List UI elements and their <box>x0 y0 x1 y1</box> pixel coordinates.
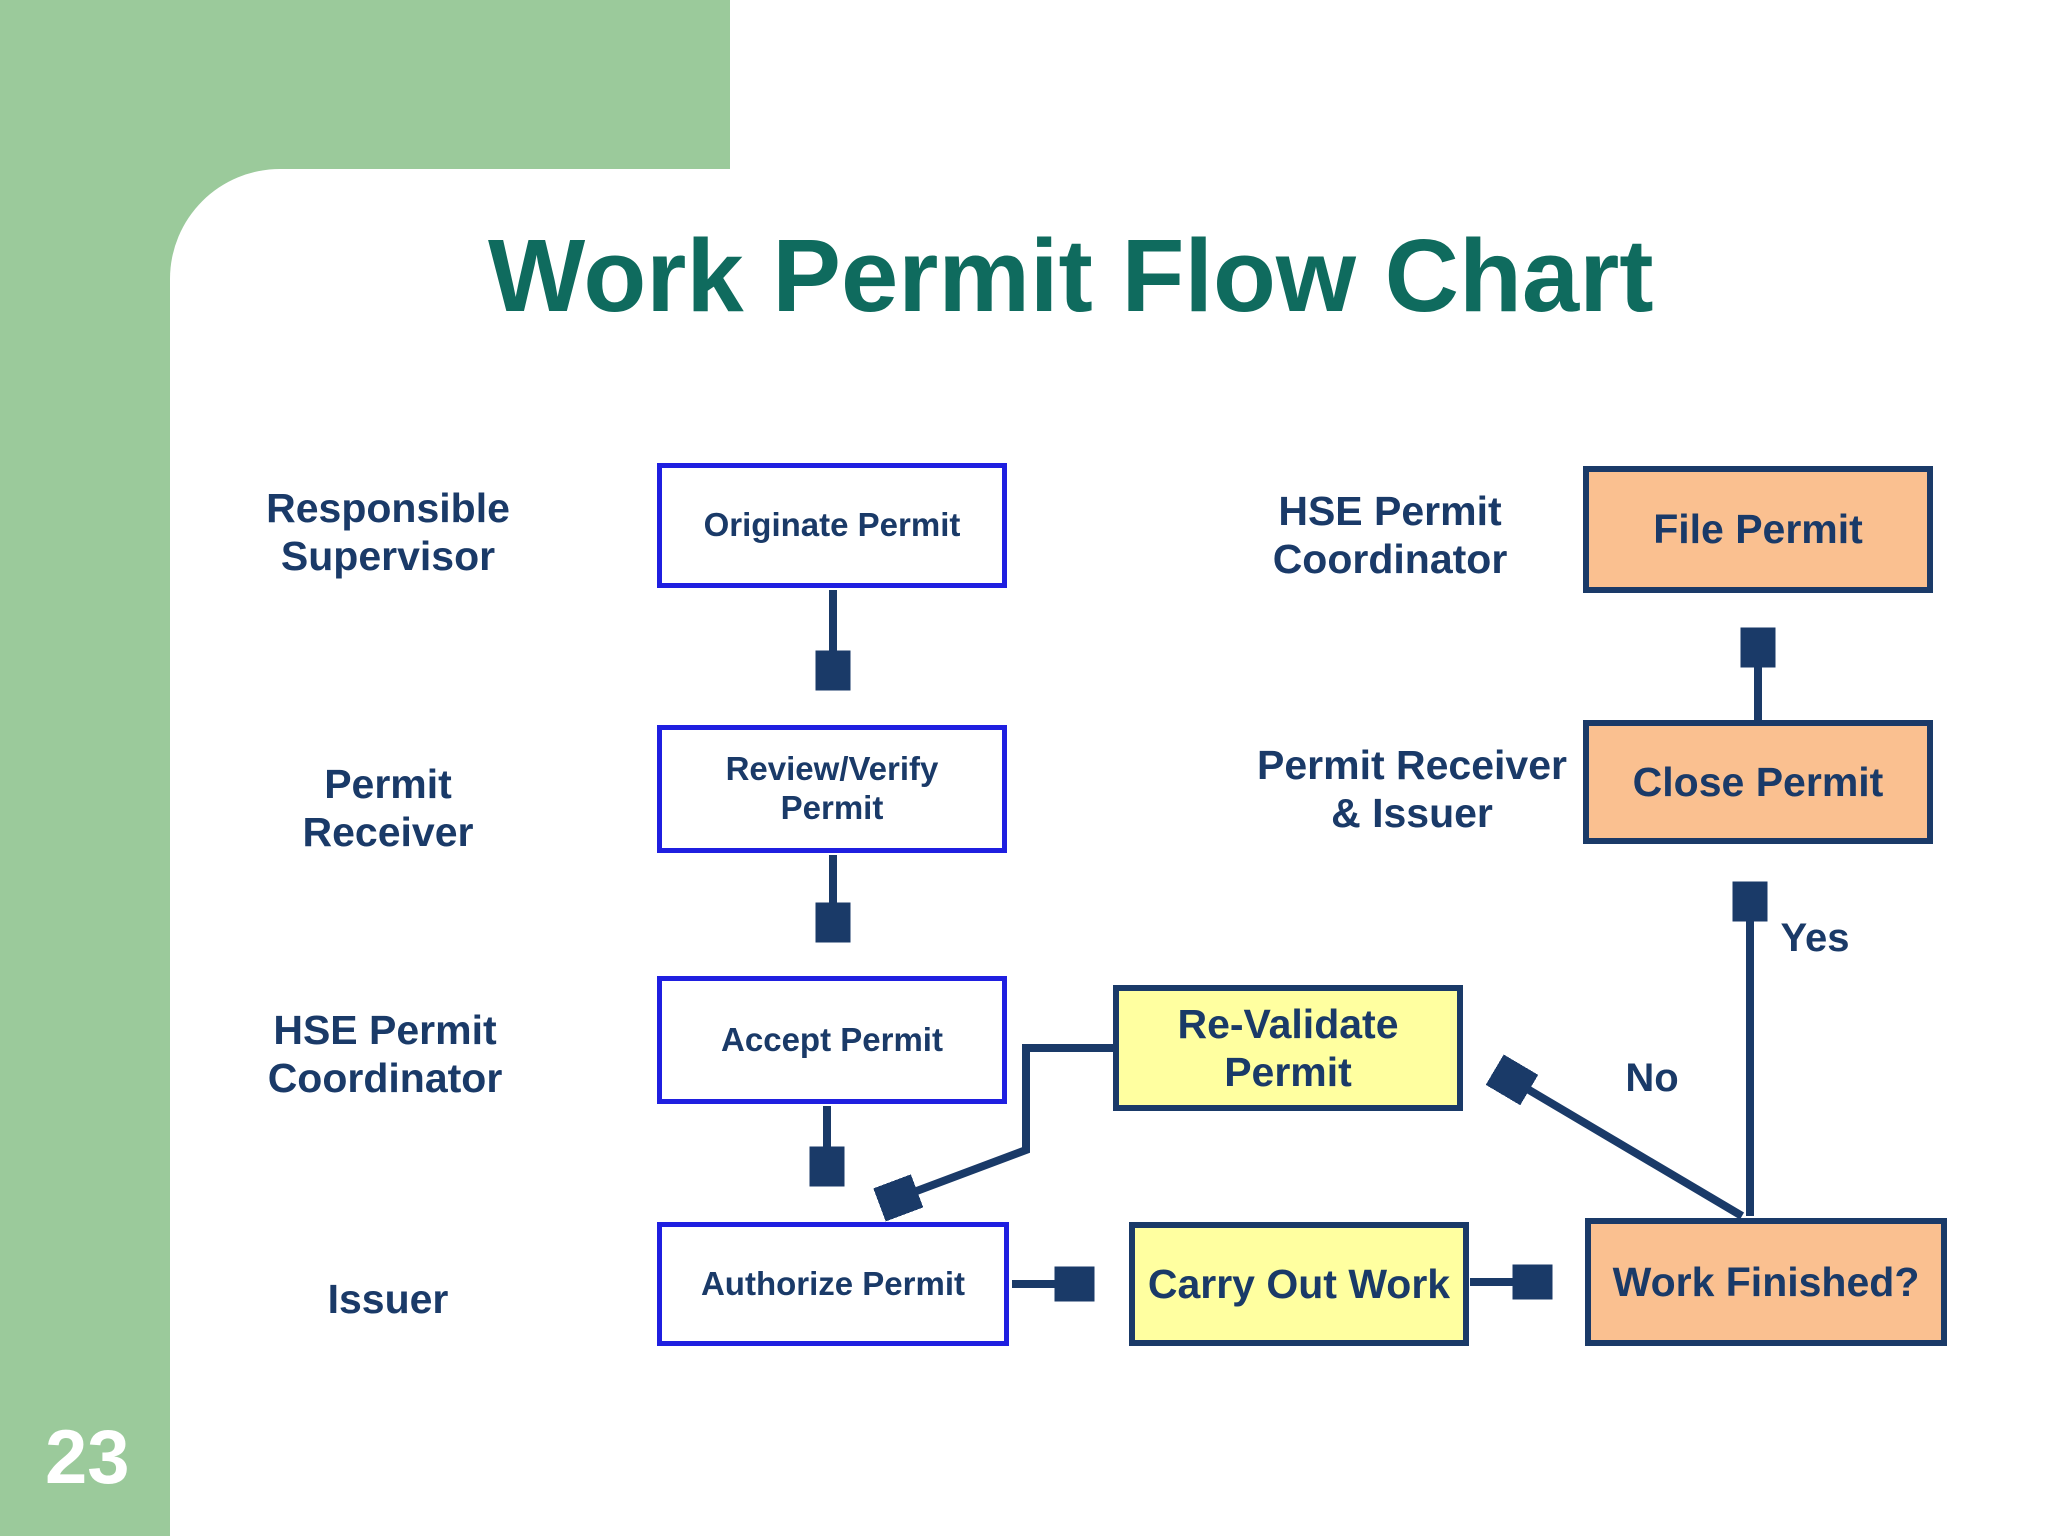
lane-label-hse-permit-coordinator: HSE Permit Coordinator <box>267 1007 503 1101</box>
flow-box-carry-out-work: Carry Out Work <box>1129 1222 1469 1346</box>
page-number: 23 <box>45 1415 130 1500</box>
green-sidebar <box>0 0 170 1536</box>
role-label-hse-permit-coordinator: HSE Permit Coordinator <box>1272 488 1508 582</box>
flow-box-file-permit: File Permit <box>1583 466 1933 593</box>
lane-label-permit-receiver: Permit Receiver <box>302 761 474 855</box>
flow-box-review-verify-permit: Review/Verify Permit <box>657 725 1007 853</box>
content-area-top <box>730 0 2048 169</box>
page-title: Work Permit Flow Chart <box>488 218 1654 333</box>
flow-box-close-permit: Close Permit <box>1583 720 1933 844</box>
role-label-permit-receiver-issuer: Permit Receiver & Issuer <box>1257 742 1567 836</box>
edge-label-no: No <box>1625 1056 1679 1100</box>
lane-label-responsible-supervisor: Responsible Supervisor <box>266 485 510 579</box>
flow-box-accept-permit: Accept Permit <box>657 976 1007 1104</box>
flow-box-work-finished: Work Finished? <box>1585 1218 1947 1346</box>
flow-box-re-validate-permit: Re-Validate Permit <box>1113 985 1463 1111</box>
green-topbar <box>0 0 730 169</box>
flow-box-originate-permit: Originate Permit <box>657 463 1007 588</box>
edge-label-yes: Yes <box>1780 916 1850 960</box>
lane-label-issuer: Issuer <box>327 1276 449 1323</box>
flow-box-authorize-permit: Authorize Permit <box>657 1222 1009 1346</box>
